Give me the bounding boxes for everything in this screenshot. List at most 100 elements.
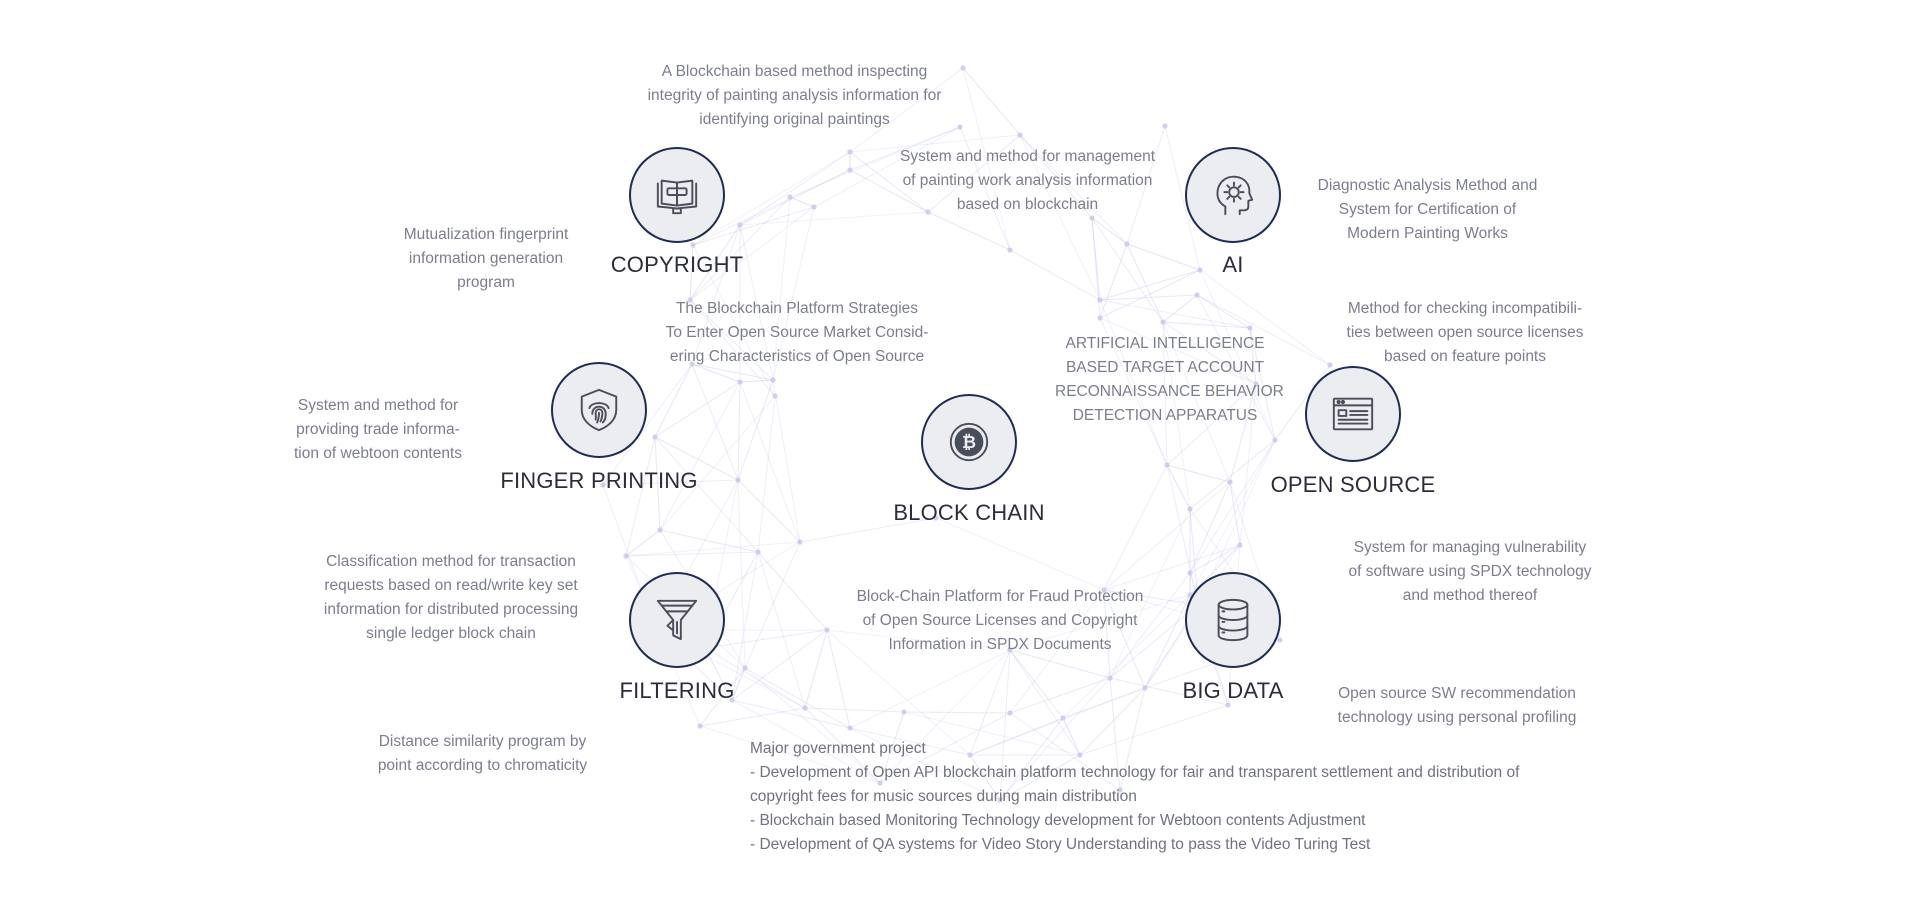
network-line xyxy=(654,436,661,531)
network-line xyxy=(692,244,776,397)
funnel-icon xyxy=(656,599,698,641)
network-dot xyxy=(1197,267,1203,273)
network-line xyxy=(625,529,661,557)
network-dot xyxy=(1187,506,1193,512)
network-line xyxy=(1062,687,1146,719)
network-line xyxy=(1103,589,1146,689)
network-line xyxy=(737,381,741,481)
blockchain-node: ₿ xyxy=(921,394,1017,490)
network-dot xyxy=(1097,315,1103,321)
network-dot xyxy=(689,361,695,367)
network-dot xyxy=(957,124,963,130)
network-line xyxy=(789,196,815,208)
network-line xyxy=(1162,294,1198,323)
network-dot xyxy=(797,539,803,545)
network-line xyxy=(1091,217,1128,245)
network-line xyxy=(1196,294,1276,441)
network-line xyxy=(731,629,828,701)
network-line xyxy=(659,381,741,531)
network-line xyxy=(691,363,739,481)
patent-spdx-vulnerability: System for managing vulnerability of sof… xyxy=(1348,539,1592,604)
network-dot xyxy=(967,752,973,758)
brain-gear-icon xyxy=(1216,175,1254,216)
network-line xyxy=(1229,481,1241,546)
patent-sw-recommendation: Open source SW recommendation technology… xyxy=(1337,685,1577,726)
network-line xyxy=(744,667,851,729)
network-line xyxy=(602,363,693,486)
network-line xyxy=(739,211,929,226)
network-line xyxy=(739,169,851,226)
patent-painting-management: System and method for management of pain… xyxy=(899,148,1156,213)
network-dot xyxy=(1007,710,1013,716)
network-line xyxy=(1099,294,1198,301)
network-dot xyxy=(735,477,741,483)
network-line xyxy=(744,667,881,784)
network-line xyxy=(879,712,1011,784)
network-dot xyxy=(1160,319,1166,325)
network-line xyxy=(1091,217,1164,323)
network-dot xyxy=(1101,587,1107,593)
patent-fraud-protection: Block-Chain Platform for Fraud Protectio… xyxy=(856,588,1144,653)
network-line xyxy=(691,224,741,365)
network-line xyxy=(731,667,746,701)
network-line xyxy=(1079,704,1229,756)
network-dot xyxy=(1227,479,1233,485)
patent-open-source-strategies: The Blockchain Platform Strategies To En… xyxy=(665,300,929,365)
ai-node xyxy=(1185,147,1281,243)
network-line xyxy=(654,436,739,481)
network-line xyxy=(849,649,1011,729)
network-line xyxy=(689,196,791,301)
network-dot xyxy=(1017,132,1023,138)
network-line xyxy=(699,707,806,727)
fingerprinting-label: FINGER PRINTING xyxy=(500,468,698,493)
network-line xyxy=(999,717,1064,801)
network-dot xyxy=(960,65,966,71)
network-dot xyxy=(933,515,939,521)
network-line xyxy=(1091,217,1101,301)
patent-license-incompatibility: Method for checking incompatibili- ties … xyxy=(1346,300,1584,365)
network-dot xyxy=(1060,715,1066,721)
network-line xyxy=(704,629,828,649)
network-line xyxy=(1162,321,1251,329)
network-line xyxy=(625,541,801,557)
network-line xyxy=(1162,321,1257,385)
network-line xyxy=(903,711,1081,756)
network-line xyxy=(962,67,1021,136)
network-dot xyxy=(1247,325,1253,331)
network-dot xyxy=(772,393,778,399)
network-line xyxy=(1009,649,1111,679)
network-line xyxy=(704,647,733,701)
network-line xyxy=(826,629,1011,651)
network-line xyxy=(689,244,694,301)
network-dot xyxy=(877,780,883,786)
network-dot xyxy=(742,665,748,671)
network-dot xyxy=(787,194,793,200)
network-line xyxy=(1099,299,1251,329)
network-line xyxy=(804,629,828,709)
network-dot xyxy=(697,723,703,729)
network-line xyxy=(744,541,801,669)
network-dot xyxy=(997,797,1003,803)
network-line xyxy=(969,687,1146,756)
patent-transaction-classification: Classification method for transaction re… xyxy=(323,553,579,642)
network-line xyxy=(699,725,881,784)
government-projects: Major government project - Development o… xyxy=(750,737,1519,857)
filtering-label: FILTERING xyxy=(619,678,735,703)
network-line xyxy=(849,126,961,171)
network-dot xyxy=(925,209,931,215)
network-line xyxy=(1162,321,1168,466)
fingerprinting-node xyxy=(551,362,647,458)
network-line xyxy=(1119,687,1146,791)
network-line xyxy=(1166,464,1191,510)
network-line xyxy=(1009,589,1105,714)
network-line xyxy=(903,711,1011,714)
network-dot xyxy=(1253,381,1259,387)
network-line xyxy=(804,707,881,784)
network-line xyxy=(999,649,1011,801)
network-dot xyxy=(737,379,743,385)
fingerprint-shield-icon xyxy=(580,388,618,432)
network-line xyxy=(962,67,1011,251)
network-line xyxy=(692,169,851,246)
copyright-node xyxy=(629,147,725,243)
network-dot xyxy=(690,242,696,248)
